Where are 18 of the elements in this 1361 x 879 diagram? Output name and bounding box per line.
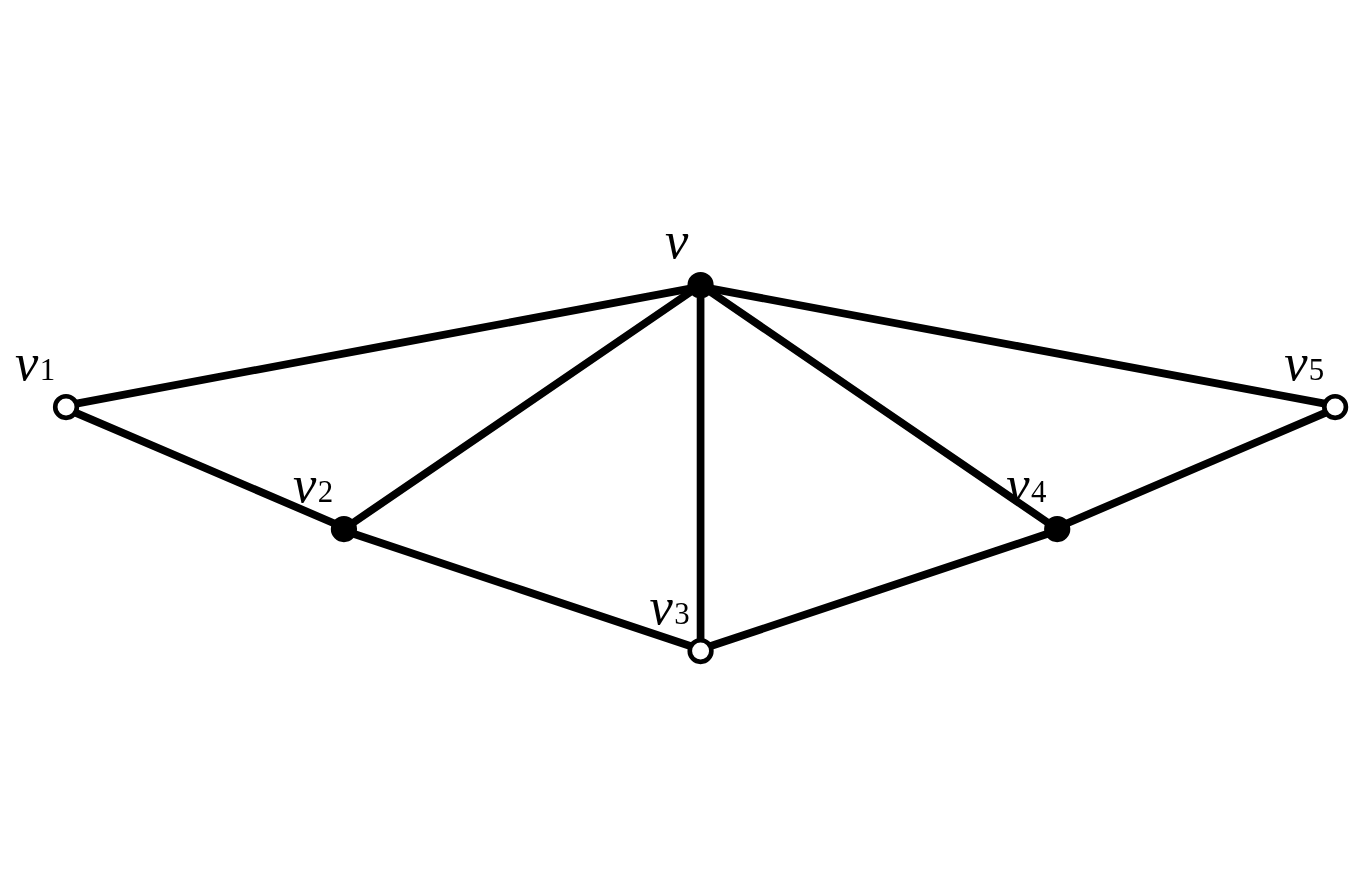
node-circle	[52, 393, 80, 421]
connector	[1065, 409, 1327, 527]
node-dot	[330, 515, 358, 543]
connector	[710, 284, 1326, 408]
connector	[75, 284, 691, 408]
node-label: v	[665, 210, 689, 269]
node-label: v3	[649, 576, 690, 635]
connector	[696, 296, 705, 640]
node-dot	[1044, 515, 1071, 543]
connector	[74, 409, 336, 527]
node-circle	[687, 637, 714, 665]
connector	[709, 530, 1049, 650]
node-circle	[1322, 393, 1349, 421]
connector	[353, 530, 692, 650]
node-label: v2	[292, 454, 334, 513]
node-label: v1	[15, 332, 56, 391]
node-dot	[687, 272, 714, 299]
node-label: v5	[1284, 332, 1325, 391]
